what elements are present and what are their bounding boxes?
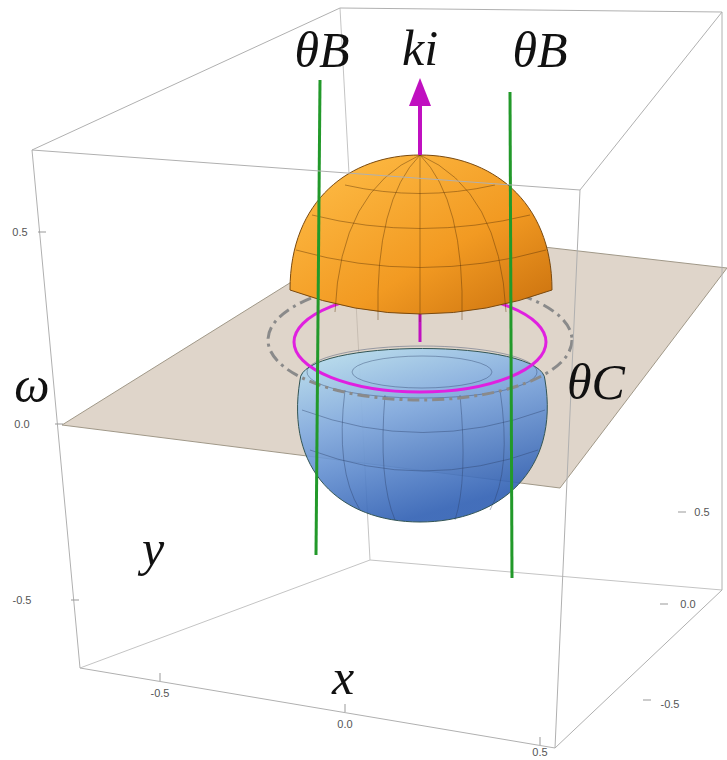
mesh-line bbox=[335, 155, 420, 312]
mesh-line bbox=[312, 215, 530, 229]
tick-label: 0.0 bbox=[14, 419, 29, 430]
mesh-line bbox=[302, 410, 545, 433]
tick-label: -0.5 bbox=[13, 595, 32, 606]
axis-label: x bbox=[332, 652, 354, 702]
axis-label: ω bbox=[14, 360, 49, 410]
tick-mark bbox=[38, 232, 686, 745]
box-edge bbox=[555, 590, 722, 748]
angle-label: θB bbox=[512, 25, 567, 75]
mesh-line bbox=[420, 155, 506, 312]
mesh-line bbox=[342, 390, 360, 510]
axis-label: y bbox=[142, 523, 164, 573]
arrow-head bbox=[409, 78, 431, 106]
mesh-line bbox=[296, 155, 546, 322]
tick-mark bbox=[71, 600, 79, 601]
box-edge bbox=[722, 12, 723, 590]
mesh-line bbox=[420, 155, 421, 322]
mesh-line bbox=[302, 346, 545, 520]
tick-mark bbox=[678, 512, 686, 513]
box-edge bbox=[580, 12, 722, 190]
tick-label: -0.5 bbox=[151, 688, 170, 699]
brewster-line bbox=[316, 80, 320, 555]
tick-mark bbox=[643, 700, 651, 701]
tick-label: 0.0 bbox=[337, 719, 352, 730]
tick-mark bbox=[55, 424, 63, 425]
upper-lobe bbox=[290, 155, 552, 322]
box-edge bbox=[32, 8, 722, 748]
mesh-line bbox=[383, 395, 395, 520]
mesh-line bbox=[490, 390, 504, 510]
mesh-line bbox=[296, 250, 546, 268]
tick-mark bbox=[345, 704, 346, 712]
tick-label: -0.5 bbox=[661, 699, 680, 710]
tick-label: 0.5 bbox=[694, 507, 709, 518]
tick-mark bbox=[660, 604, 668, 605]
angle-label: θB bbox=[294, 25, 349, 75]
tick-mark bbox=[38, 232, 46, 233]
brewster-line bbox=[510, 92, 512, 578]
box-edge bbox=[80, 560, 370, 668]
tick-label: 0.0 bbox=[680, 599, 695, 610]
tick-mark bbox=[160, 673, 161, 681]
box-edge bbox=[32, 150, 580, 190]
box-edge bbox=[80, 668, 555, 748]
vector-label: ki bbox=[402, 23, 438, 73]
mesh-line bbox=[455, 395, 463, 520]
box-edge bbox=[370, 560, 722, 590]
tick-mark bbox=[540, 737, 541, 745]
box-edge bbox=[32, 8, 340, 150]
tick-label: 0.5 bbox=[532, 746, 547, 757]
angle-label: θC bbox=[567, 357, 625, 407]
mesh-line bbox=[352, 356, 492, 388]
tick-label: 0.5 bbox=[12, 227, 27, 238]
box-edge bbox=[555, 190, 580, 748]
mesh-line bbox=[378, 155, 420, 320]
box-edge bbox=[340, 8, 722, 12]
wave-vector-arrow bbox=[418, 104, 422, 155]
